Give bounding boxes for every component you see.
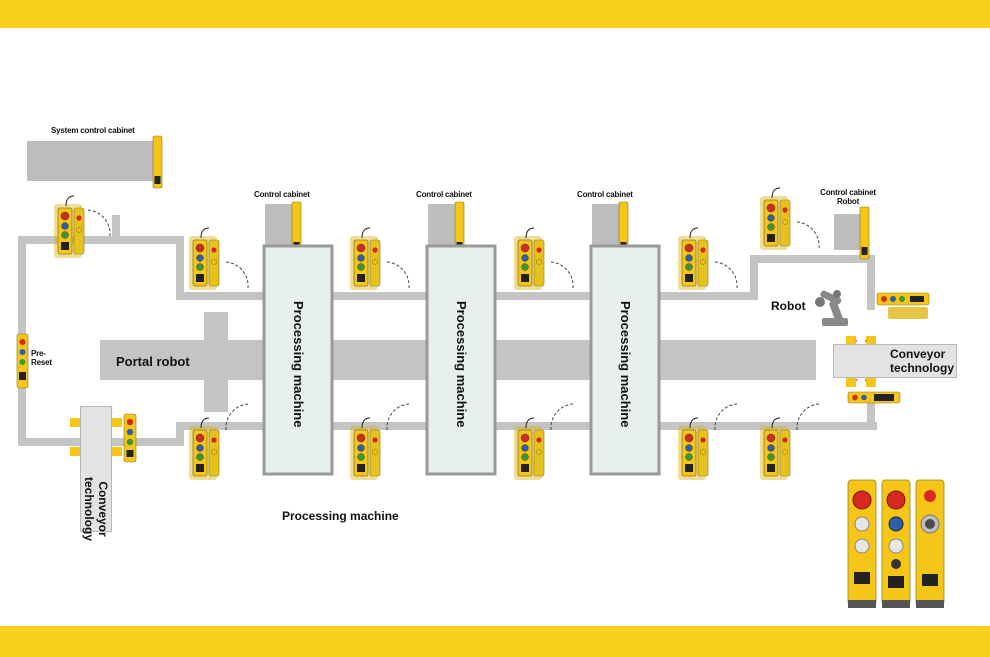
control-cabinet-label-3: Control cabinet [577,190,633,199]
conveyor-technology-left-label: Conveyor technology [82,476,110,541]
control-station-icon [760,188,790,250]
control-station-icon [678,228,708,290]
processing-machine-2-box [425,244,497,476]
emergency-stop-icon [847,479,877,608]
emergency-stop-icon [915,479,945,608]
conveyor-right-box [833,344,957,378]
processing-machine-caption: Processing machine [282,509,399,523]
control-cabinet-label-2: Control cabinet [416,190,472,199]
emergency-stop-icon [881,479,911,608]
horizontal-station-icon [847,391,901,404]
processing-machine-1-label: Processing machine [291,301,306,428]
processing-machine-3-label: Processing machine [618,301,633,428]
control-station-icon [123,413,137,463]
processing-machine-2-label: Processing machine [454,301,469,428]
control-station-icon [189,228,219,290]
conveyor-left-box [80,406,112,532]
robot-label: Robot [771,299,806,313]
processing-machine-3-box [589,244,661,476]
portal-robot-carriage [204,312,228,412]
portal-robot-label: Portal robot [116,354,190,369]
pre-reset-station-icon [16,333,29,389]
processing-machine-1-box [262,244,334,476]
pre-reset-label: Pre- Reset [31,349,52,367]
system-control-cabinet-box [27,141,155,181]
bottom-brand-band [0,626,990,657]
system-control-cabinet-label: System control cabinet [51,126,135,135]
conveyor-technology-right-label: Conveyor technology [890,347,955,375]
control-station-icon [189,418,219,480]
control-station-icon [514,228,544,290]
control-station-icon [514,418,544,480]
control-cabinet-robot-label: Control cabinet Robot [820,188,876,206]
control-station-icon [350,228,380,290]
control-station-icon [678,418,708,480]
control-station-icon [760,418,790,480]
robot-arm-icon [815,290,848,326]
control-station-icon [350,418,380,480]
control-cabinet-label-1: Control cabinet [254,190,310,199]
horizontal-station-icon [876,292,930,319]
control-station-icon [54,196,84,258]
top-brand-band [0,0,990,28]
